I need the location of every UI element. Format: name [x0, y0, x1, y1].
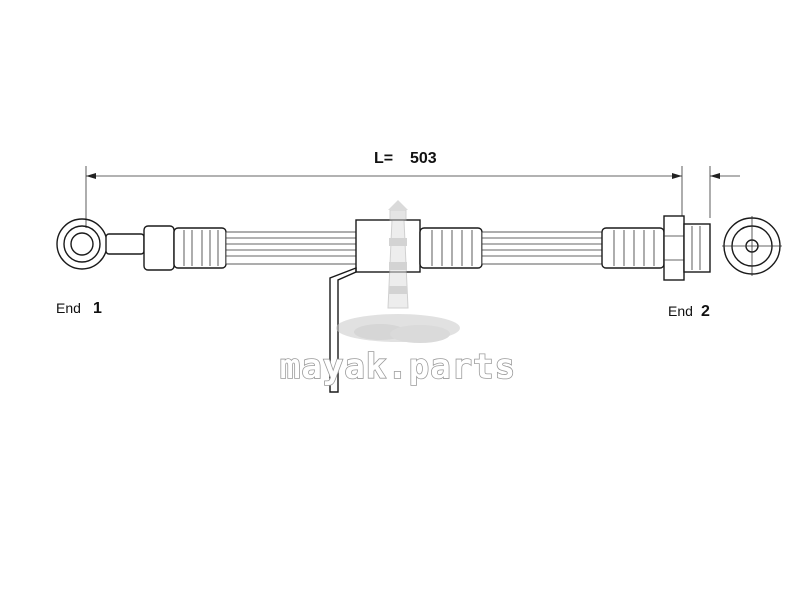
- end2-label-word: End: [668, 303, 693, 319]
- length-dimension: L= 503: [85, 150, 740, 228]
- end2-label-number: 2: [701, 303, 710, 320]
- end-view-fitting: [722, 216, 782, 276]
- ferrule-right: [601, 227, 665, 269]
- end1-label-number: 1: [93, 300, 102, 317]
- banjo-fitting: [56, 218, 145, 270]
- ferrule-left: [143, 225, 227, 271]
- hose-body-right: [481, 231, 603, 265]
- hex-fitting: [663, 215, 711, 281]
- end1-label-word: End: [56, 300, 81, 316]
- watermark-text: mayak.parts: [280, 347, 516, 387]
- length-value: 503: [410, 150, 437, 167]
- hose-body-left: [225, 231, 357, 265]
- length-label: L=: [374, 150, 393, 167]
- lighthouse-icon: [336, 200, 460, 343]
- ferrule-middle: [419, 227, 483, 269]
